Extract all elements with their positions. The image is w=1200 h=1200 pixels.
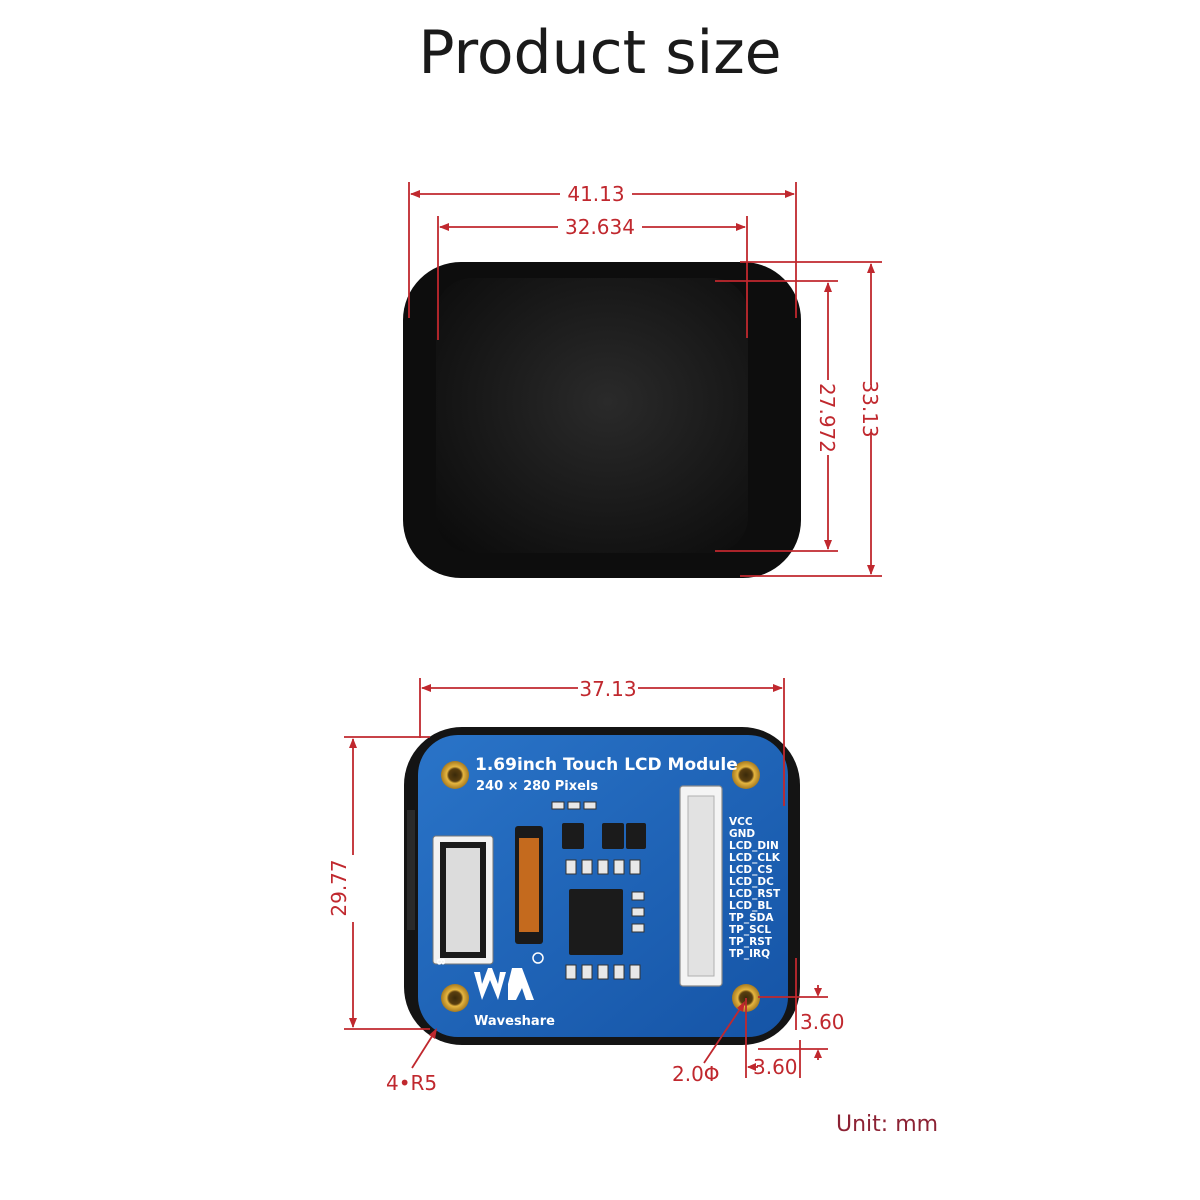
- dim-board-width: 37.13: [579, 677, 636, 701]
- smd-components: [551, 801, 645, 980]
- connector-pin-number: 8: [434, 958, 446, 965]
- dim-screen-width: 32.634: [565, 215, 635, 239]
- pin-label: VCC: [729, 816, 753, 828]
- waveshare-logo-icon: [474, 952, 544, 1000]
- back-dimensions: [344, 678, 828, 1078]
- pin-label: TP_SCL: [729, 924, 771, 936]
- back-view: 8 1.69inch Touch LCD Module 240 × 280 Pi…: [404, 727, 800, 1045]
- unit-note: Unit: mm: [836, 1112, 939, 1137]
- display-screen: [436, 278, 748, 553]
- dim-outer-width: 41.13: [567, 182, 624, 206]
- brand-name: Waveshare: [474, 1014, 555, 1029]
- pin-label: LCD_CS: [729, 864, 773, 876]
- mounting-hole: [441, 984, 469, 1012]
- pin-label: LCD_DIN: [729, 840, 779, 852]
- pcb-subtitle: 240 × 280 Pixels: [476, 779, 598, 794]
- dim-hole-diameter: 2.0Φ: [672, 1062, 720, 1086]
- dim-outer-height: 33.13: [858, 380, 882, 437]
- ic-chip: [569, 889, 623, 955]
- mounting-hole: [441, 761, 469, 789]
- pin-label: TP_RST: [729, 936, 773, 948]
- pin-label: TP_SDA: [729, 912, 774, 924]
- ic-chip-small: [626, 823, 646, 849]
- pin-label: TP_IRQ: [729, 948, 770, 960]
- side-ribs: [407, 810, 415, 930]
- dim-board-height: 29.77: [327, 859, 351, 916]
- front-view: [403, 262, 801, 578]
- pin-label: GND: [729, 828, 755, 840]
- page-title: Product size: [418, 18, 782, 88]
- ic-chip-small: [602, 823, 624, 849]
- front-dimensions: [408, 182, 882, 577]
- dim-screen-height: 27.972: [815, 383, 839, 453]
- pin-label: LCD_RST: [729, 888, 781, 900]
- dim-hole-offset-y: 3.60: [800, 1010, 845, 1034]
- ic-chip-small: [562, 823, 584, 849]
- pin-label: LCD_CLK: [729, 852, 781, 864]
- pcb-title: 1.69inch Touch LCD Module: [475, 755, 738, 775]
- pin-label: LCD_BL: [729, 900, 772, 912]
- mounting-hole: [732, 761, 760, 789]
- dim-hole-offset-x: 3.60: [753, 1055, 798, 1079]
- dim-corner-radius: 4•R5: [386, 1071, 437, 1095]
- pin-label: LCD_DC: [729, 876, 774, 888]
